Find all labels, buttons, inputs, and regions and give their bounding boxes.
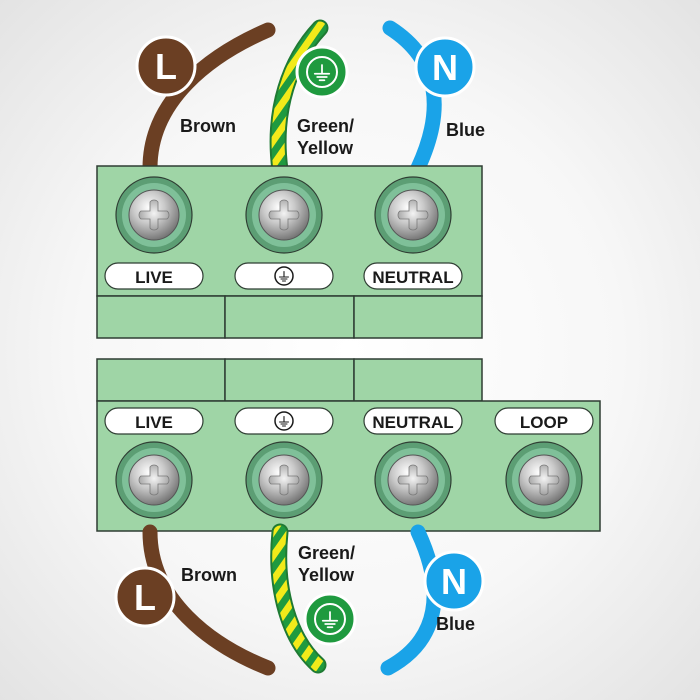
bottom-label-earth: [234, 407, 334, 435]
bottom-blue-wire: [380, 524, 442, 676]
top-neutral-letter: N: [432, 47, 458, 88]
bottom-brown-label: Brown: [181, 565, 237, 585]
bottom-label-live-text: LIVE: [135, 413, 173, 432]
top-label-live: LIVE: [104, 262, 204, 290]
bottom-terminal-screw-earth[interactable]: [245, 441, 323, 519]
top-label-live-text: LIVE: [135, 268, 173, 287]
bottom-label-loop-text: LOOP: [520, 413, 568, 432]
bottom-live-badge: L: [114, 566, 176, 628]
bottom-earth-wire: [272, 525, 325, 672]
top-terminal-block: LIVE NEUTRAL: [96, 165, 483, 339]
bottom-blue-label: Blue: [436, 614, 475, 634]
bottom-terminal-block: LIVE NEUTRAL LOOP: [96, 358, 601, 532]
top-neutral-badge: N: [414, 36, 476, 98]
top-terminal-screw-earth[interactable]: [245, 176, 323, 254]
bottom-label-live: LIVE: [104, 407, 204, 435]
top-live-badge: L: [135, 35, 197, 97]
top-terminal-screw-neutral[interactable]: [374, 176, 452, 254]
bottom-label-loop: LOOP: [494, 407, 594, 435]
top-brown-label: Brown: [180, 116, 236, 136]
bottom-terminal-screw-live[interactable]: [115, 441, 193, 519]
bottom-earth-label-line1: Green/: [298, 543, 355, 563]
bottom-earth-label-line2: Yellow: [298, 565, 355, 585]
top-earth-badge: [295, 45, 349, 99]
top-blue-label: Blue: [446, 120, 485, 140]
top-earth-label-line2: Yellow: [297, 138, 354, 158]
top-live-letter: L: [155, 46, 177, 87]
bottom-neutral-letter: N: [441, 561, 467, 602]
top-earth-label-line1: Green/: [297, 116, 354, 136]
top-terminal-screw-live[interactable]: [115, 176, 193, 254]
top-label-neutral-text: NEUTRAL: [372, 268, 453, 287]
bottom-wires: L Brown Green/ Yellow N Blue: [114, 523, 485, 676]
top-label-earth: [234, 262, 334, 290]
bottom-terminal-screw-loop[interactable]: [505, 441, 583, 519]
bottom-terminal-screw-neutral[interactable]: [374, 441, 452, 519]
bottom-label-neutral-text: NEUTRAL: [372, 413, 453, 432]
top-earth-wire: [271, 21, 327, 177]
bottom-live-letter: L: [134, 577, 156, 618]
top-wires: L Brown Green/ Yellow N Blue: [135, 19, 485, 179]
bottom-brown-wire: [142, 524, 276, 676]
bottom-neutral-badge: N: [423, 550, 485, 612]
bottom-label-neutral: NEUTRAL: [363, 407, 463, 435]
bottom-earth-badge: [303, 592, 357, 646]
top-label-neutral: NEUTRAL: [363, 262, 463, 290]
